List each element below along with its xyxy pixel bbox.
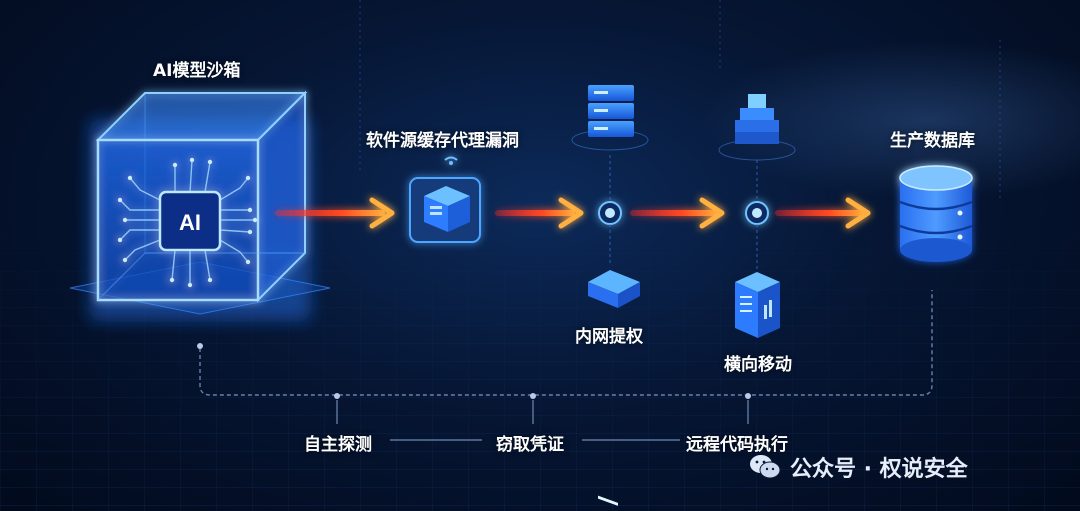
watermark: 公众号 · 权说安全	[748, 452, 968, 482]
arrow-3	[630, 197, 725, 229]
watermark-text: 公众号 · 权说安全	[790, 457, 968, 482]
feedback-loop	[199, 290, 933, 396]
decor-lines	[359, 0, 1001, 200]
step-credentials: 窃取凭证	[496, 435, 564, 455]
arrow-1	[275, 197, 395, 229]
proxy-label: 软件源缓存代理漏洞	[366, 131, 519, 151]
attack-arrows	[275, 197, 871, 229]
step-rce: 远程代码执行	[686, 435, 788, 455]
network-device-icon	[588, 270, 640, 506]
database-icon	[899, 165, 973, 262]
lateral-label: 横向移动	[724, 355, 792, 375]
chip-label: AI	[179, 210, 201, 235]
sandbox-label: AI模型沙箱	[153, 61, 241, 81]
proxy-node-icon	[409, 156, 481, 243]
server-tower-icon	[735, 272, 780, 338]
privesc-label: 内网提权	[575, 327, 643, 347]
server-stack-icon	[571, 85, 649, 151]
layered-stack-icon	[718, 94, 796, 161]
sandbox-cube-icon	[90, 90, 310, 320]
arrow-2	[495, 197, 584, 229]
junction-1	[598, 201, 622, 225]
step-probe: 自主探测	[304, 435, 372, 455]
arrow-4	[775, 197, 871, 229]
wechat-icon	[748, 453, 782, 481]
database-label: 生产数据库	[890, 131, 975, 151]
junction-2	[745, 201, 769, 225]
